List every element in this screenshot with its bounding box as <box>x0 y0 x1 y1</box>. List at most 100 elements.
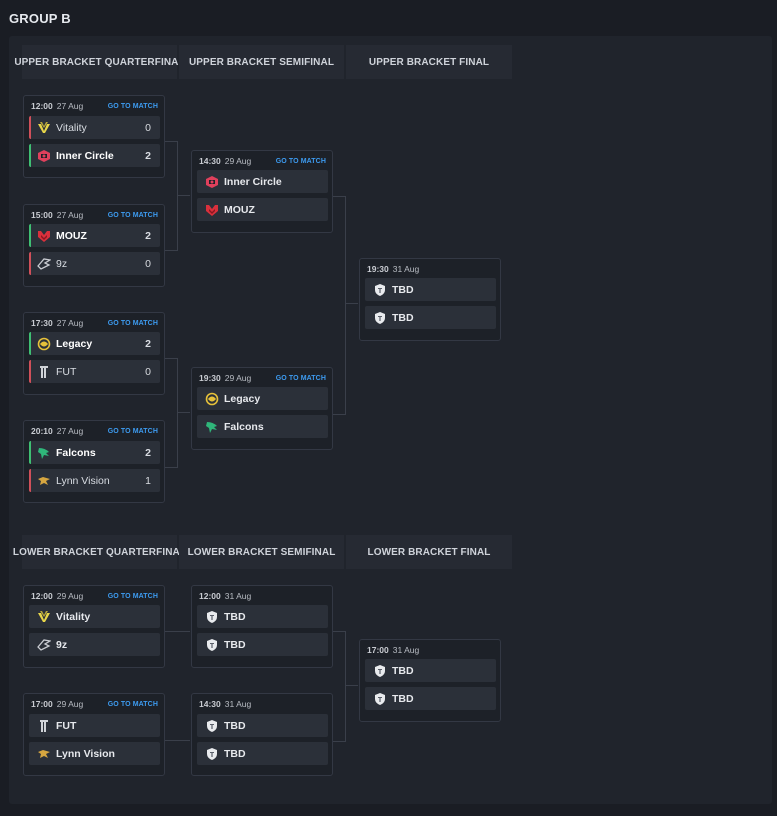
team-row[interactable]: TBD <box>197 742 328 765</box>
go-to-match-link[interactable]: GO TO MATCH <box>107 211 158 219</box>
match-date: 27 Aug <box>56 318 84 328</box>
team-name: MOUZ <box>56 229 87 242</box>
tbd-shield-icon <box>205 719 219 733</box>
column-header-lb-semifinal: LOWER BRACKET SEMIFINAL <box>179 535 344 569</box>
match-date: 31 Aug <box>224 591 252 601</box>
go-to-match-link[interactable]: GO TO MATCH <box>107 700 158 708</box>
mouz-logo-icon <box>205 203 219 217</box>
team-row[interactable]: Vitality 0 <box>29 116 160 139</box>
go-to-match-link[interactable]: GO TO MATCH <box>107 427 158 435</box>
team-row[interactable]: FUT 0 <box>29 360 160 383</box>
team-name: TBD <box>392 283 414 296</box>
match-date: 29 Aug <box>224 373 252 383</box>
tbd-shield-icon <box>205 638 219 652</box>
team-name: Inner Circle <box>224 175 282 188</box>
team-row[interactable]: TBD <box>197 605 328 628</box>
team-row[interactable]: Falcons 2 <box>29 441 160 464</box>
team-row[interactable]: TBD <box>365 306 496 329</box>
bracket-connector <box>177 412 190 413</box>
team-name: Legacy <box>224 392 261 405</box>
team-row[interactable]: TBD <box>365 659 496 682</box>
9z-logo-icon <box>37 638 51 652</box>
match-time: 17:30 <box>31 318 53 328</box>
team-name: TBD <box>224 747 246 760</box>
team-row[interactable]: Lynn Vision 1 <box>29 469 160 492</box>
team-name: TBD <box>224 610 246 623</box>
team-row[interactable]: Inner Circle 2 <box>29 144 160 167</box>
team-name: TBD <box>224 638 246 651</box>
fut-logo-icon <box>37 719 51 733</box>
team-row[interactable]: Lynn Vision <box>29 742 160 765</box>
tbd-shield-icon <box>373 692 387 706</box>
match-date: 27 Aug <box>56 210 84 220</box>
team-score: 0 <box>145 121 151 134</box>
inner-circle-logo-icon <box>205 175 219 189</box>
bracket-connector <box>165 631 190 632</box>
team-row[interactable]: FUT <box>29 714 160 737</box>
match-time: 17:00 <box>367 645 389 655</box>
match-time: 14:30 <box>199 699 221 709</box>
team-row[interactable]: 9z <box>29 633 160 656</box>
fut-logo-icon <box>37 365 51 379</box>
team-name: Falcons <box>56 446 96 459</box>
match-date: 31 Aug <box>392 264 420 274</box>
tbd-shield-icon <box>205 747 219 761</box>
team-row[interactable]: MOUZ <box>197 198 328 221</box>
go-to-match-link[interactable]: GO TO MATCH <box>107 319 158 327</box>
match-date: 31 Aug <box>392 645 420 655</box>
team-name: 9z <box>56 257 68 270</box>
team-row[interactable]: TBD <box>365 278 496 301</box>
team-row[interactable]: TBD <box>365 687 496 710</box>
vitality-logo-icon <box>37 121 51 135</box>
team-row[interactable]: TBD <box>197 714 328 737</box>
team-name: 9z <box>56 638 68 651</box>
go-to-match-link[interactable]: GO TO MATCH <box>107 102 158 110</box>
match-time: 12:00 <box>31 101 53 111</box>
team-score: 0 <box>145 365 151 378</box>
team-score: 2 <box>145 337 151 350</box>
tbd-shield-icon <box>205 610 219 624</box>
team-row[interactable]: Vitality <box>29 605 160 628</box>
bracket-connector <box>165 740 190 741</box>
legacy-logo-icon <box>205 392 219 406</box>
go-to-match-link[interactable]: GO TO MATCH <box>107 592 158 600</box>
match-time: 19:30 <box>199 373 221 383</box>
go-to-match-link[interactable]: GO TO MATCH <box>275 157 326 165</box>
team-row[interactable]: Legacy <box>197 387 328 410</box>
team-name: FUT <box>56 719 77 732</box>
team-row[interactable]: TBD <box>197 633 328 656</box>
team-name: Lynn Vision <box>56 747 115 760</box>
match-time: 19:30 <box>367 264 389 274</box>
lynn-vision-logo-icon <box>37 474 51 488</box>
team-row[interactable]: Falcons <box>197 415 328 438</box>
tbd-shield-icon <box>373 664 387 678</box>
go-to-match-link[interactable]: GO TO MATCH <box>275 374 326 382</box>
match-time: 15:00 <box>31 210 53 220</box>
team-row[interactable]: Inner Circle <box>197 170 328 193</box>
column-header-ub-quarterfinal: UPPER BRACKET QUARTERFINAL <box>14 45 185 79</box>
match-date: 27 Aug <box>56 426 84 436</box>
column-header-lb-final: LOWER BRACKET FINAL <box>346 535 512 569</box>
team-name: Legacy <box>56 337 93 350</box>
team-row[interactable]: 9z 0 <box>29 252 160 275</box>
team-row[interactable]: MOUZ 2 <box>29 224 160 247</box>
inner-circle-logo-icon <box>37 149 51 163</box>
match-date: 31 Aug <box>224 699 252 709</box>
column-header-lb-quarterfinal: LOWER BRACKET QUARTERFINAL <box>13 535 186 569</box>
match-time: 12:00 <box>31 591 53 601</box>
team-row[interactable]: Legacy 2 <box>29 332 160 355</box>
bracket-connector <box>345 685 358 686</box>
legacy-logo-icon <box>37 337 51 351</box>
